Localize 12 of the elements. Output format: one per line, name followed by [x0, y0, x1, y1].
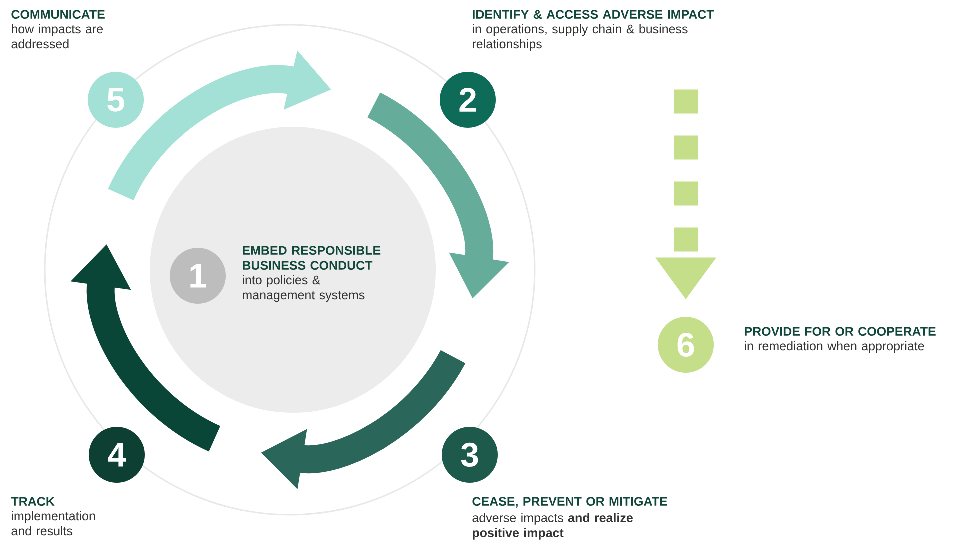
step-heading: PROVIDE FOR OR COOPERATE [745, 327, 936, 336]
step-heading: TRACK [11, 497, 55, 506]
step-heading: COMMUNICATE [12, 10, 105, 20]
step-heading: CEASE, PREVENT OR MITIGATE [472, 497, 668, 508]
step-heading: IDENTIFY & ACCESS ADVERSE IMPACT [473, 10, 714, 20]
step-description: in remediation when appropriate [745, 341, 924, 354]
step-heading: EMBED RESPONSIBLE BUSINESS CONDUCT [243, 246, 381, 270]
step-description: into policies & management systems [243, 275, 365, 302]
step-description: adverse impacts and realize positive impact [472, 513, 633, 540]
step-description: in operations, supply chain & business relationships [473, 24, 688, 52]
step-description: implementation and results [12, 511, 96, 536]
step-description: how impacts are addressed [12, 24, 104, 49]
